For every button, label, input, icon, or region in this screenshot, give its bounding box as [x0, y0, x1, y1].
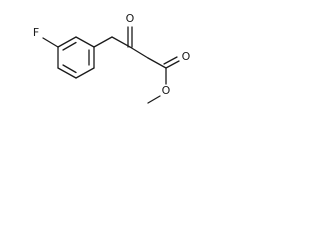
molecule-structure-diagram: F O O O [33, 12, 191, 104]
ketone-oxygen-label: O [126, 12, 135, 25]
ring-bond-1 [57, 36, 77, 48]
ring-bond-5 [57, 67, 77, 79]
ring-double-bond-inner-3 [62, 64, 77, 74]
ring-bond-4 [75, 67, 95, 79]
c-f-bond [42, 37, 59, 48]
ring-bond-2 [75, 36, 95, 48]
ketone-ch2-bond [129, 46, 149, 59]
ester-double-bond-a [165, 60, 180, 69]
ch2-ketone-bond [111, 36, 131, 48]
carbonyl-oxygen-label: O [182, 50, 191, 63]
ester-oxygen-label: O [162, 84, 171, 97]
ring-double-bond-inner-1 [62, 41, 77, 51]
ch2-ester-carbon-bond [147, 57, 167, 69]
oxygen-methyl-bond [147, 95, 161, 104]
ring-ch2-bond [93, 36, 113, 48]
fluorine-label: F [33, 26, 39, 39]
benzene-ring [57, 36, 95, 79]
ester-double-bond-b [163, 56, 178, 65]
